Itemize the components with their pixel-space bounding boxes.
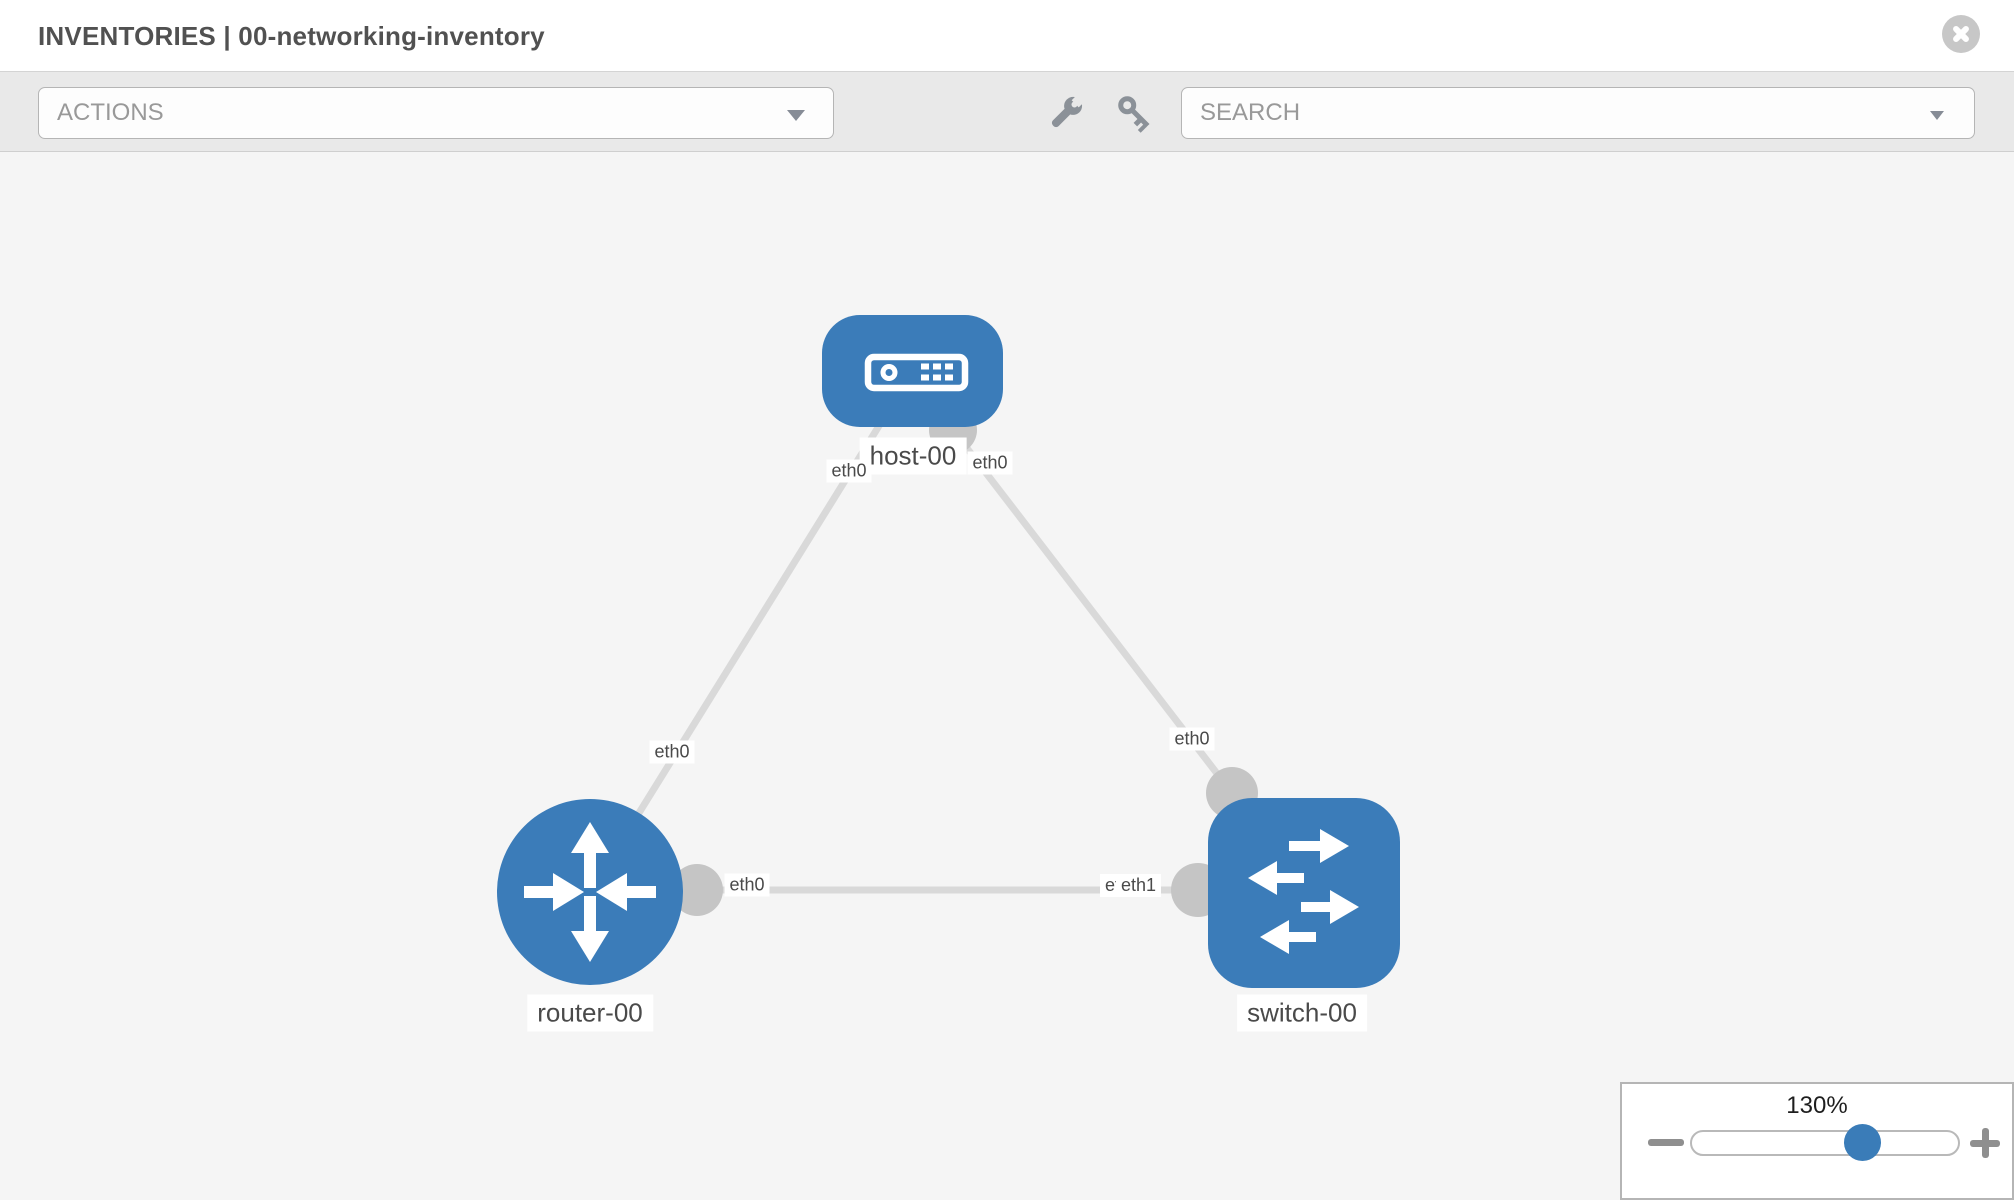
node-label-host-00: host-00: [859, 437, 967, 475]
actions-dropdown[interactable]: ACTIONS: [38, 87, 834, 139]
zoom-level-value: 130%: [1786, 1092, 1848, 1119]
interface-label-eth1: eth1: [1116, 874, 1162, 897]
interface-label-eth0: eth0: [826, 459, 872, 483]
interface-label-eth0: eth0: [649, 740, 695, 764]
zoom-slider-thumb[interactable]: [1844, 1124, 1881, 1161]
zoom-out-minus-icon[interactable]: [1648, 1139, 1684, 1146]
topology-canvas[interactable]: host-00 router-00 switch-00 eth0 eth0 et…: [0, 152, 2014, 1200]
router-arrows-icon: [524, 822, 656, 962]
node-router-00[interactable]: [497, 799, 683, 985]
switch-arrows-icon: [1248, 829, 1359, 954]
plus-stroke: [1982, 1128, 1989, 1158]
close-icon[interactable]: [1942, 15, 1980, 53]
server-icon: [864, 353, 969, 392]
interface-label-eth0: eth0: [724, 873, 770, 897]
wrench-icon[interactable]: [1046, 92, 1087, 133]
header-bar: INVENTORIES | 00-networking-inventory: [0, 0, 2014, 72]
zoom-control-panel: 130%: [1620, 1082, 2014, 1200]
interface-dot: [671, 864, 723, 916]
zoom-in-plus-icon[interactable]: [1970, 1128, 2000, 1158]
interface-dots-layer: [671, 406, 1258, 917]
node-label-router-00: router-00: [527, 994, 653, 1032]
node-switch-00[interactable]: [1208, 798, 1400, 988]
node-host-00[interactable]: [822, 315, 1003, 427]
link-host-router[interactable]: [587, 369, 916, 894]
search-dropdown-label: SEARCH: [1200, 99, 1301, 126]
topology-graph: [497, 315, 1400, 988]
zoom-slider-track[interactable]: [1690, 1130, 1960, 1156]
page-title: INVENTORIES | 00-networking-inventory: [38, 21, 545, 51]
caret-down-icon: [1930, 111, 1944, 120]
key-icon[interactable]: [1115, 93, 1155, 133]
actions-dropdown-label: ACTIONS: [57, 99, 164, 126]
search-dropdown[interactable]: SEARCH: [1181, 87, 1975, 139]
caret-down-icon: [787, 110, 805, 121]
interface-label-eth0: eth0: [1169, 727, 1215, 751]
toolbar: ACTIONS SEARCH: [0, 72, 2014, 152]
interface-label-eth0: eth0: [967, 451, 1013, 475]
node-label-switch-00: switch-00: [1237, 994, 1367, 1032]
